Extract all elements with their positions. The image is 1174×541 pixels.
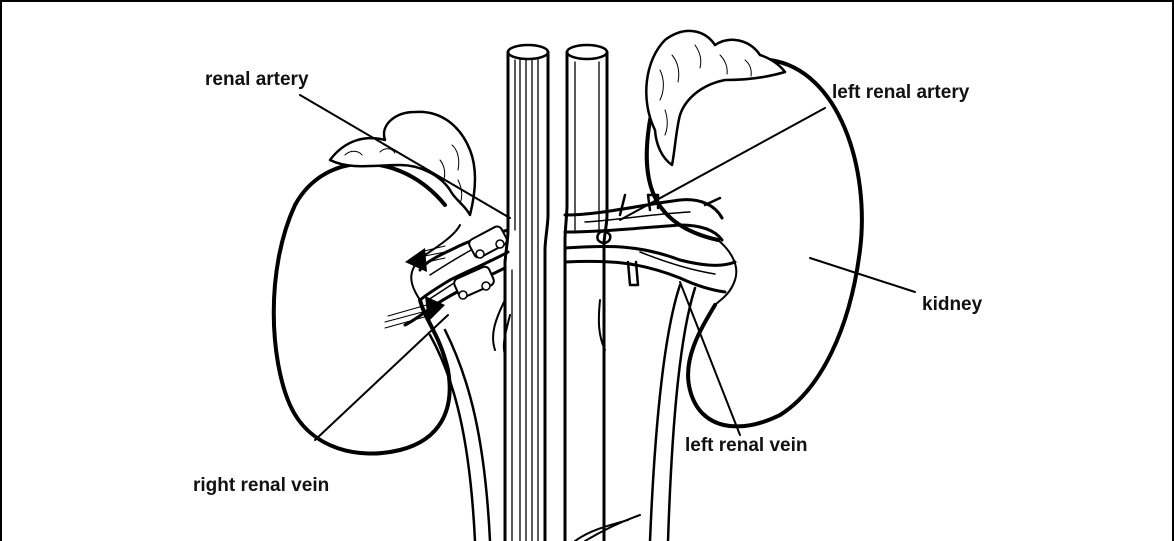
leader-right-renal-vein xyxy=(315,315,448,440)
inferior-vena-cava xyxy=(505,45,548,541)
car-icon xyxy=(453,225,509,299)
label-right-renal-vein: right renal vein xyxy=(193,476,329,495)
right-adrenal-gland xyxy=(330,112,475,215)
aorta xyxy=(565,45,607,541)
left-adrenal-gland xyxy=(646,31,785,165)
label-left-renal-vein: left renal vein xyxy=(685,436,808,455)
label-left-renal-artery: left renal artery xyxy=(832,83,969,102)
ureters xyxy=(430,285,695,541)
label-renal-artery: renal artery xyxy=(205,70,309,89)
label-kidney: kidney xyxy=(922,295,982,314)
leader-kidney xyxy=(810,258,915,292)
left-renal-vessels xyxy=(565,195,735,292)
